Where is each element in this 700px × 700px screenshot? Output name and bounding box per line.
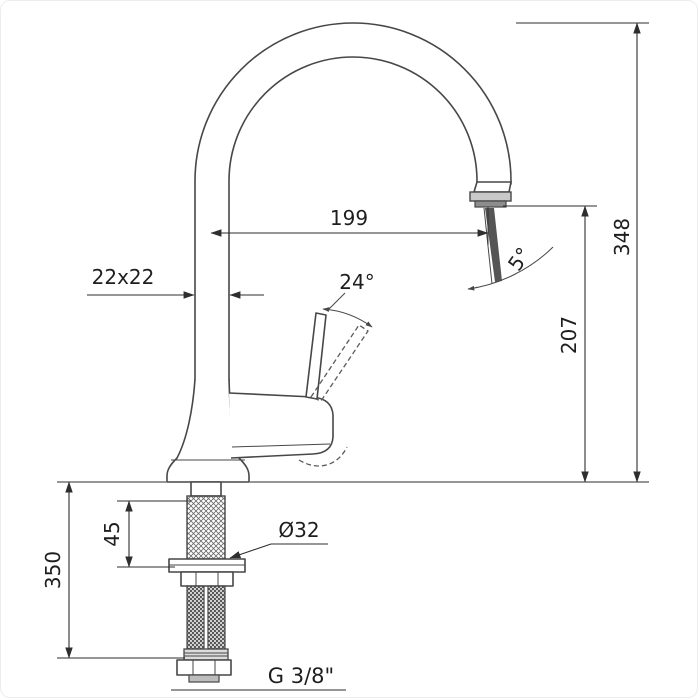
- handle-angle-arc: [322, 292, 373, 328]
- dim-body-section-label: 22x22: [92, 265, 155, 289]
- hose-fitting: [183, 648, 229, 661]
- dim-clamp-range: 45: [100, 500, 191, 568]
- dim-spout-reach-label: 199: [330, 206, 368, 230]
- mounting-nut: [180, 571, 234, 587]
- connector-stub: [188, 674, 220, 683]
- threaded-shank: [186, 495, 226, 560]
- dim-outlet-height-label: 207: [557, 316, 581, 354]
- dim-hole-diameter: Ø32: [229, 518, 328, 559]
- dim-handle-angle-label: 24°: [339, 270, 374, 294]
- dim-spray-angle-label: 5°: [503, 243, 536, 275]
- shank-collar: [190, 481, 222, 497]
- faucet-outline: [166, 22, 554, 683]
- supply-hose-left: [186, 585, 205, 650]
- dim-overall-height: 348: [516, 22, 649, 483]
- dim-overall-height-label: 348: [610, 218, 634, 256]
- spout-nozzle: [473, 181, 512, 193]
- dim-outlet-height: 207: [503, 205, 597, 483]
- supply-hose-right: [207, 585, 226, 650]
- dim-connection-thread: G 3/8": [171, 664, 346, 691]
- dim-body-section: 22x22: [87, 265, 264, 299]
- aerator-tip: [474, 200, 507, 208]
- handle-housing: [228, 392, 334, 459]
- installation-parts: [168, 481, 246, 683]
- dim-hose-drop-label: 350: [41, 551, 65, 589]
- spray-angle-arc: [467, 246, 554, 291]
- dim-spout-reach: 199: [210, 206, 489, 245]
- handle-lever: [305, 312, 327, 400]
- water-stream: [485, 208, 502, 282]
- aerator-ring: [469, 191, 512, 202]
- dim-hose-drop: 350: [41, 481, 185, 659]
- gooseneck-spout: [194, 22, 512, 382]
- handle-lever-rotated: [298, 324, 369, 467]
- connector-nut: [176, 659, 232, 676]
- dim-hole-diameter-label: Ø32: [278, 518, 319, 542]
- dim-clamp-range-label: 45: [100, 521, 124, 546]
- dim-connection-thread-label: G 3/8": [268, 664, 334, 688]
